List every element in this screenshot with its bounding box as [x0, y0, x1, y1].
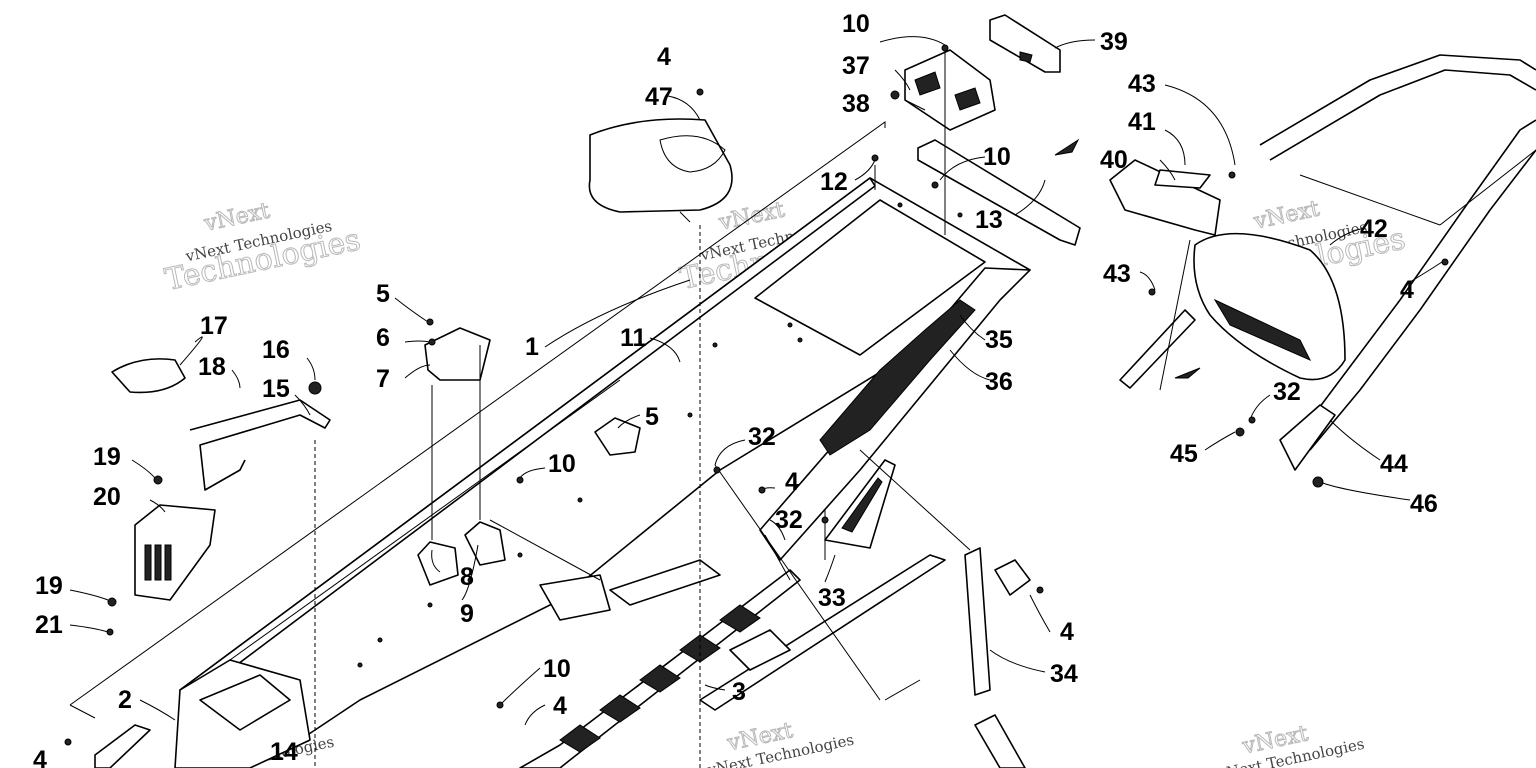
- callout-10: 10: [983, 143, 1011, 171]
- callout-20: 20: [93, 483, 121, 511]
- callout-36: 36: [985, 368, 1013, 396]
- bulkhead-cutout: [199, 674, 291, 731]
- callout-15: 15: [262, 375, 290, 403]
- callout-43: 43: [1128, 70, 1156, 98]
- tunnel-assembly: [69, 121, 1031, 768]
- arrow-icon: [1054, 138, 1080, 156]
- callout-10: 10: [543, 655, 571, 683]
- callout-35: 35: [985, 326, 1013, 354]
- part-20-plate: [134, 504, 216, 601]
- bracket-center: [539, 574, 611, 621]
- callout-9: 9: [460, 600, 474, 628]
- callout-4: 4: [553, 692, 567, 720]
- tunnel-heat-exchanger-panel: [754, 199, 986, 356]
- callout-18: 18: [198, 353, 226, 381]
- part-15-bracket: [189, 399, 331, 491]
- callout-16: 16: [262, 336, 290, 364]
- callout-34: 34: [1050, 660, 1078, 688]
- watermark-bottomright: vNext vNext Technologies: [1215, 721, 1365, 768]
- part-47-pad: [588, 118, 733, 223]
- callout-19: 19: [35, 572, 63, 600]
- part-13-bar: [917, 139, 1081, 246]
- part-bottom-right-bracket: [974, 714, 1026, 768]
- part-44-rear-bumper: [1259, 54, 1536, 471]
- callout-3: 3: [732, 678, 746, 706]
- assembly-lines: [314, 45, 1536, 768]
- rivet-holes: [357, 202, 963, 668]
- callout-32: 32: [1273, 378, 1301, 406]
- callout-4: 4: [1400, 276, 1414, 304]
- callout-6: 6: [376, 324, 390, 352]
- callout-41: 41: [1128, 108, 1156, 136]
- callout-32: 32: [775, 506, 803, 534]
- callout-38: 38: [842, 90, 870, 118]
- callout-39: 39: [1100, 28, 1128, 56]
- part-40-flap: [1109, 159, 1221, 236]
- callout-46: 46: [1410, 490, 1438, 518]
- cross-brace: [609, 559, 721, 606]
- part-39-bracket: [989, 14, 1061, 73]
- part-17-cover: [111, 358, 186, 394]
- callout-10: 10: [548, 450, 576, 478]
- part-34-rail: [964, 547, 1031, 696]
- part-33-bracket: [824, 459, 896, 549]
- part-3-rail: [699, 554, 946, 711]
- arrow-icon: [1174, 367, 1201, 379]
- direction-arrows: [1054, 138, 1201, 379]
- part-9-plate: [464, 521, 506, 566]
- callout-5: 5: [645, 403, 659, 431]
- callout-43: 43: [1103, 260, 1131, 288]
- callout-4: 4: [1060, 618, 1074, 646]
- fasteners: [64, 44, 1449, 746]
- tunnel-left-rail: [229, 379, 621, 661]
- callout-19: 19: [93, 443, 121, 471]
- callout-4: 4: [33, 746, 47, 768]
- part-42-snowflap: [1119, 232, 1346, 389]
- callout-1: 1: [525, 333, 539, 361]
- callout-40: 40: [1100, 146, 1128, 174]
- center-rod: [489, 519, 601, 581]
- watermark-topleft: vNext vNext Technologies Technologies: [161, 198, 363, 298]
- watermark-bottomcenter: vNext vNext Technologies: [705, 718, 855, 768]
- callout-4: 4: [785, 468, 799, 496]
- callout-21: 21: [35, 611, 63, 639]
- part-2-bracket: [94, 724, 151, 768]
- tunnel-outline-corner: [69, 704, 96, 719]
- leader-lines: [69, 36, 1446, 726]
- callout-2: 2: [118, 686, 132, 714]
- part-38-bracket: [904, 49, 996, 131]
- part-8-plate: [417, 541, 459, 586]
- callout-42: 42: [1360, 215, 1388, 243]
- callout-44: 44: [1380, 450, 1408, 478]
- callout-45: 45: [1170, 440, 1198, 468]
- callout-37: 37: [842, 52, 870, 80]
- callout-12: 12: [820, 168, 848, 196]
- callout-8: 8: [460, 563, 474, 591]
- callout-13: 13: [975, 206, 1003, 234]
- tunnel-outline-left: [69, 121, 886, 706]
- callout-10: 10: [842, 10, 870, 38]
- callout-14: 14: [270, 738, 298, 766]
- callout-labels: 1 2 3 4 4 4 4 4 4 5 5 6 7 8 9 10 10 10 1…: [33, 10, 1438, 768]
- callout-5: 5: [376, 280, 390, 308]
- callout-32: 32: [748, 423, 776, 451]
- part-5-plate: [594, 417, 641, 456]
- callout-7: 7: [376, 365, 390, 393]
- callout-11: 11: [620, 324, 647, 352]
- callout-33: 33: [818, 584, 846, 612]
- tunnel-decal: [819, 299, 976, 456]
- callout-4: 4: [657, 43, 671, 71]
- callout-17: 17: [200, 312, 228, 340]
- callout-47: 47: [645, 83, 673, 111]
